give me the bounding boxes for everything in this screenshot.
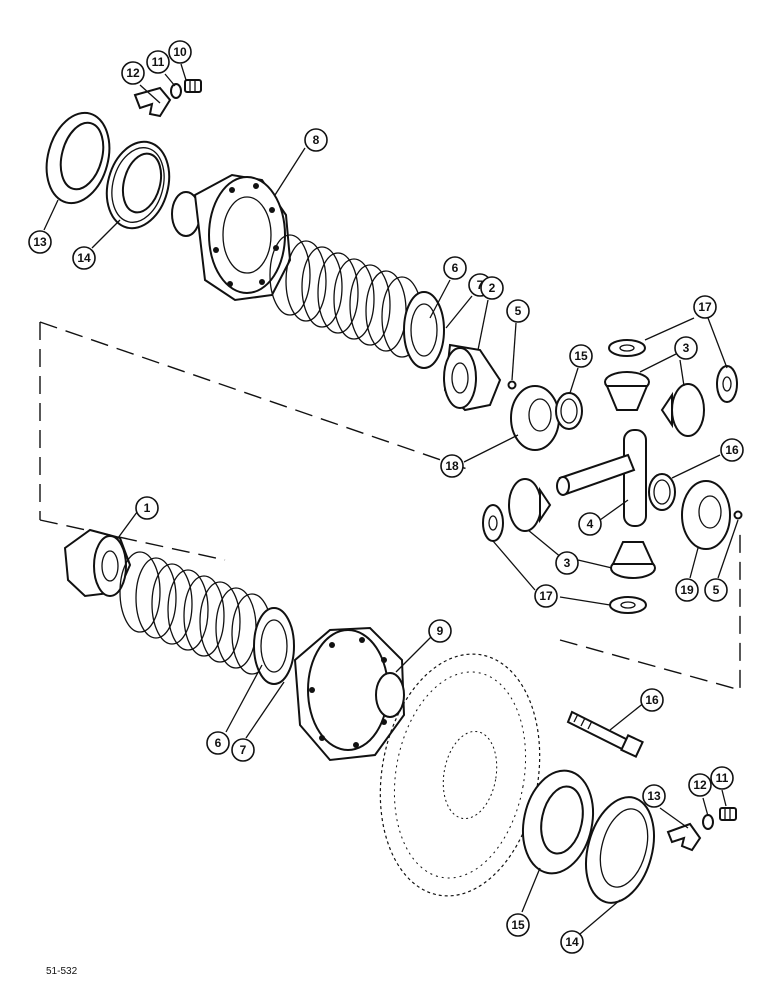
- upper-ball: [507, 380, 517, 390]
- svg-text:14: 14: [565, 935, 579, 949]
- callout-14-upper: 14: [72, 246, 96, 270]
- svg-text:14: 14: [77, 251, 91, 265]
- callout-12-lower: 13: [642, 784, 666, 808]
- figure-reference-number: 51-532: [46, 966, 78, 977]
- callout-6-upper: 6: [443, 256, 467, 280]
- lower-lock-washer: [702, 814, 714, 830]
- leader-lines: [43, 63, 739, 935]
- svg-text:5: 5: [713, 583, 720, 597]
- svg-text:12: 12: [693, 778, 707, 792]
- callout-3-upper: 3: [674, 336, 698, 360]
- callout-10-upper: 10: [168, 40, 192, 64]
- callout-13-lower: 14: [560, 930, 584, 954]
- svg-text:6: 6: [452, 261, 459, 275]
- callout-5-lower: 5: [704, 578, 728, 602]
- cross-shaft: [556, 429, 647, 527]
- svg-text:4: 4: [587, 517, 594, 531]
- callout-15-upper: 15: [569, 344, 593, 368]
- lower-bearing-cone: [522, 769, 594, 875]
- callout-4: 4: [578, 512, 602, 536]
- lower-clutch-pack: [119, 551, 295, 685]
- assembly-dashed-outline: [39, 321, 741, 691]
- callout-8: 8: [304, 128, 328, 152]
- lower-thrust-washer: [648, 473, 676, 511]
- upper-clutch-hub: [443, 343, 502, 412]
- lower-clutch-hub: [63, 528, 132, 598]
- svg-text:2: 2: [489, 281, 496, 295]
- upper-lock-tab: [133, 86, 172, 118]
- callout-18: 18: [440, 454, 464, 478]
- lower-bolt: [719, 807, 737, 821]
- callout-14-lower: 15: [506, 913, 530, 937]
- lower-differential-case: [293, 626, 406, 762]
- upper-bolt: [184, 79, 202, 93]
- lower-lock-tab: [666, 822, 702, 852]
- pinion-washer-bottom: [609, 596, 647, 614]
- svg-text:9: 9: [437, 624, 444, 638]
- pinion-gear-bottom: [610, 541, 656, 579]
- svg-text:16: 16: [645, 693, 659, 707]
- svg-text:13: 13: [33, 235, 47, 249]
- svg-text:11: 11: [152, 55, 165, 69]
- callout-2: 2: [480, 276, 504, 300]
- svg-text:3: 3: [564, 556, 571, 570]
- svg-text:17: 17: [698, 300, 712, 314]
- ring-gear-bolt: [566, 710, 644, 758]
- upper-lock-washer: [170, 83, 182, 99]
- callout-19: 19: [675, 578, 699, 602]
- svg-text:7: 7: [477, 278, 484, 292]
- callout-10-lower: 11: [710, 766, 734, 790]
- upper-thrust-washer: [555, 392, 583, 430]
- upper-bearing-cup: [45, 111, 111, 205]
- callout-3-lower: 3: [555, 551, 579, 575]
- callout-9: 9: [428, 619, 452, 643]
- pinion-washer-right: [716, 365, 738, 403]
- svg-text:15: 15: [574, 349, 588, 363]
- callout-11-lower: 12: [688, 773, 712, 797]
- callout-16: 16: [640, 688, 664, 712]
- callout-12-upper: 12: [121, 61, 145, 85]
- svg-text:12: 12: [126, 66, 140, 80]
- pinion-washer-left: [482, 504, 504, 542]
- callout-17-lower: 17: [534, 584, 558, 608]
- upper-bearing-cone: [105, 140, 171, 230]
- lower-ball: [733, 510, 743, 520]
- callout-17-upper: 17: [693, 295, 717, 319]
- callout-5-upper: 5: [506, 299, 530, 323]
- callout-6-lower: 6: [206, 731, 230, 755]
- svg-text:19: 19: [680, 583, 694, 597]
- svg-text:15: 15: [511, 918, 525, 932]
- pinion-gear-right: [660, 383, 705, 437]
- svg-text:7: 7: [240, 743, 247, 757]
- svg-text:17: 17: [539, 589, 553, 603]
- upper-differential-case: [171, 173, 292, 302]
- pinion-gear-left: [508, 478, 552, 532]
- svg-text:13: 13: [647, 789, 661, 803]
- svg-text:1: 1: [144, 501, 151, 515]
- callout-7-lower: 7: [231, 738, 255, 762]
- pinion-gear-top: [604, 371, 650, 411]
- callout-15-lower: 16: [720, 438, 744, 462]
- svg-text:5: 5: [515, 304, 522, 318]
- svg-text:6: 6: [215, 736, 222, 750]
- callout-11-upper: 11: [146, 50, 170, 74]
- svg-text:3: 3: [683, 341, 690, 355]
- upper-clutch-pack: [269, 234, 445, 369]
- upper-side-gear: [510, 385, 560, 451]
- svg-text:10: 10: [173, 45, 187, 59]
- svg-text:11: 11: [716, 771, 729, 785]
- svg-text:8: 8: [313, 133, 320, 147]
- callout-1: 1: [135, 496, 159, 520]
- lower-side-gear: [681, 480, 731, 550]
- svg-text:16: 16: [725, 443, 739, 457]
- callout-13-upper: 13: [28, 230, 52, 254]
- pinion-washer-top: [608, 339, 646, 357]
- svg-text:18: 18: [445, 459, 459, 473]
- lower-bearing-cup: [585, 796, 655, 904]
